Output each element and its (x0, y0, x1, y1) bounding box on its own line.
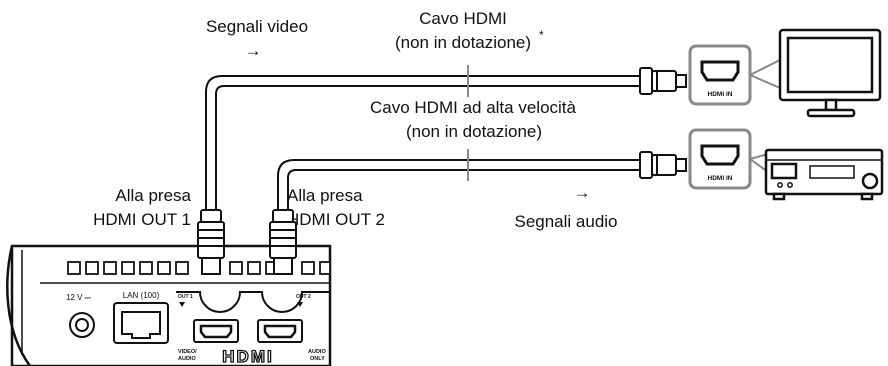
power-label: 12 V ⎓ (66, 293, 92, 302)
av-receiver-icon (764, 148, 884, 201)
out1-label-line1: Alla presa (115, 186, 191, 205)
hs-cable-label-line2: (non in dotazione) (406, 122, 542, 141)
tv-connector-line (749, 59, 781, 76)
hdmi-logo: HDMI (222, 347, 273, 366)
receiver-hdmi-plug (639, 151, 687, 179)
hdmi-cable-2 (277, 159, 642, 212)
tv-port-label: HDMI IN (708, 91, 733, 98)
tv-icon (778, 28, 882, 118)
out1-arrow-icon (179, 302, 185, 307)
out2-tag: OUT 2 (296, 294, 311, 300)
video-signals-label: Segnali video (206, 17, 308, 36)
audio-only-label-2: ONLY (310, 356, 325, 362)
tv-hdmi-in-port: HDMI IN (688, 44, 752, 106)
out1-hdmi-plug (197, 209, 225, 275)
out1-label-line2: HDMI OUT 1 (93, 210, 191, 229)
lan-port-icon (113, 302, 169, 344)
player-device: 12 V ⎓ LAN (100) OUT 1 OUT 2 VIDEO/ AUDI… (6, 244, 332, 366)
hdmi-cable-1 (205, 75, 642, 212)
hdmi-output-panel (176, 291, 330, 343)
hs-cable-label-line1: Cavo HDMI ad alta velocità (370, 98, 577, 117)
lan-label: LAN (100) (123, 291, 160, 300)
asterisk-mark: * (539, 28, 544, 42)
out2-arrow-icon (297, 302, 303, 307)
audio-signals-label: Segnali audio (514, 212, 617, 231)
hdmi-cable-label-line2: (non in dotazione) (395, 33, 531, 52)
hdmi-cable-label-line1: Cavo HDMI (419, 9, 507, 28)
audio-arrow: → (574, 183, 591, 202)
audio-only-label-1: AUDIO (308, 349, 326, 355)
tv-hdmi-plug (639, 67, 687, 95)
receiver-hdmi-in-port: HDMI IN (688, 128, 752, 190)
out2-hdmi-plug (269, 209, 297, 275)
video-arrow: → (245, 41, 262, 60)
vent-squares (67, 261, 331, 275)
video-audio-label-2: AUDIO (178, 356, 196, 362)
receiver-port-label: HDMI IN (708, 175, 733, 182)
out2-label-line1: Alla presa (287, 186, 363, 205)
tv-connector-line-2 (749, 74, 781, 89)
out2-label-line2: HDMI OUT 2 (287, 210, 385, 229)
video-audio-label-1: VIDEO/ (178, 349, 197, 355)
out1-tag: OUT 1 (178, 294, 193, 300)
